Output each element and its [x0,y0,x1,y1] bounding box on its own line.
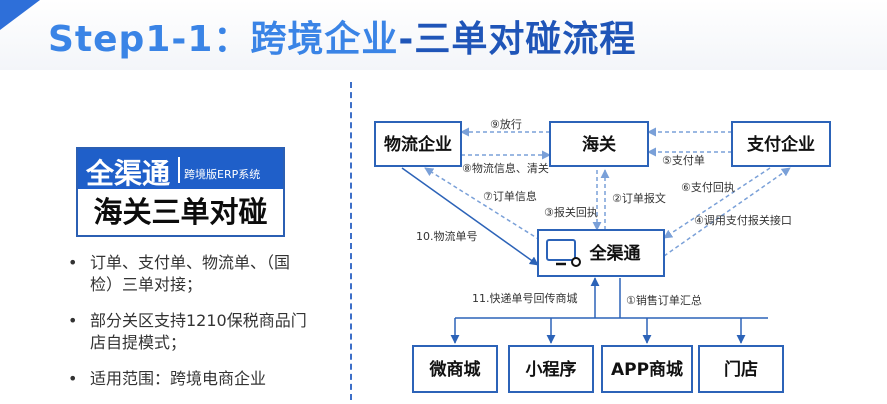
label-tracking-no: 10.物流单号 [416,229,478,243]
page-title: Step1-1：跨境企业-三单对碰流程 [48,10,636,62]
node-erp-label: 全渠通 [589,243,641,264]
label-express-return: 11.快递单号回传商城 [472,291,578,305]
label-order-report: ②订单报文 [612,191,666,205]
node-app-mall-label: APP商城 [611,359,683,380]
logo-separator [178,157,180,183]
label-payment-slip: ⑤支付单 [662,154,705,167]
logo-sub-text: 跨境版ERP系统 [184,168,261,181]
computer-gear-icon [546,239,581,267]
feature-text: 适用范围：跨境电商企业 [90,369,267,388]
feature-item: • 适用范围：跨境电商企业 [68,368,308,390]
label-order-info: ⑦订单信息 [483,189,537,203]
node-customs-label: 海关 [582,134,616,155]
bullet-marker: • [68,369,78,388]
bullet-marker: • [68,311,78,330]
section-divider [350,82,352,400]
feature-item: • 订单、支付单、物流单、（国检）三单对接； [68,252,308,296]
node-store: 门店 [698,345,784,393]
node-erp: 全渠通 [537,229,665,277]
node-wechat-mall: 微商城 [412,345,498,393]
node-customs: 海关 [549,121,649,167]
edge-payment-api [663,167,791,257]
node-store-label: 门店 [724,359,758,380]
product-logo: 全渠通 跨境版ERP系统 海关三单对碰 [76,147,285,237]
node-payment: 支付企业 [731,121,831,167]
logo-tagline: 海关三单对碰 [78,189,283,235]
node-mini-program-label: 小程序 [526,359,577,380]
node-wechat-mall-label: 微商城 [429,359,481,380]
edge-order-info [424,167,541,241]
title-bar: Step1-1：跨境企业-三单对碰流程 [0,0,887,70]
feature-list: • 订单、支付单、物流单、（国检）三单对接； • 部分关区支持1210保税商品门… [68,252,308,404]
label-release: ⑨放行 [490,117,522,131]
logo-main-text: 全渠通 [86,157,171,190]
bus-bar [450,317,768,344]
bullet-marker: • [68,253,78,272]
label-sales-summary: ①销售订单汇总 [626,293,702,307]
edge-payment-receipt [663,167,771,239]
page-title-main: Step1-1：跨境企业 [48,19,399,60]
node-logistics: 物流企业 [374,121,462,167]
edge-tracking-no [401,167,539,266]
node-mini-program: 小程序 [508,345,594,393]
feature-item: • 部分关区支持1210保税商品门店自提模式； [68,310,308,354]
feature-text: 订单、支付单、物流单、（国检）三单对接； [90,253,291,294]
label-payment-receipt: ⑥支付回执 [681,180,735,194]
title-accent-shape [0,0,40,30]
label-report-receipt: ③报关回执 [544,205,598,219]
node-app-mall: APP商城 [601,345,693,393]
logo-banner: 全渠通 跨境版ERP系统 [78,149,283,190]
label-payment-api: ④调用支付报关接口 [694,213,792,227]
node-payment-label: 支付企业 [747,134,815,155]
page-title-sub: -三单对碰流程 [398,19,637,60]
feature-text: 部分关区支持1210保税商品门店自提模式； [90,311,307,352]
node-logistics-label: 物流企业 [384,134,452,155]
label-logistics-info: ⑧物流信息、清关 [462,161,549,175]
